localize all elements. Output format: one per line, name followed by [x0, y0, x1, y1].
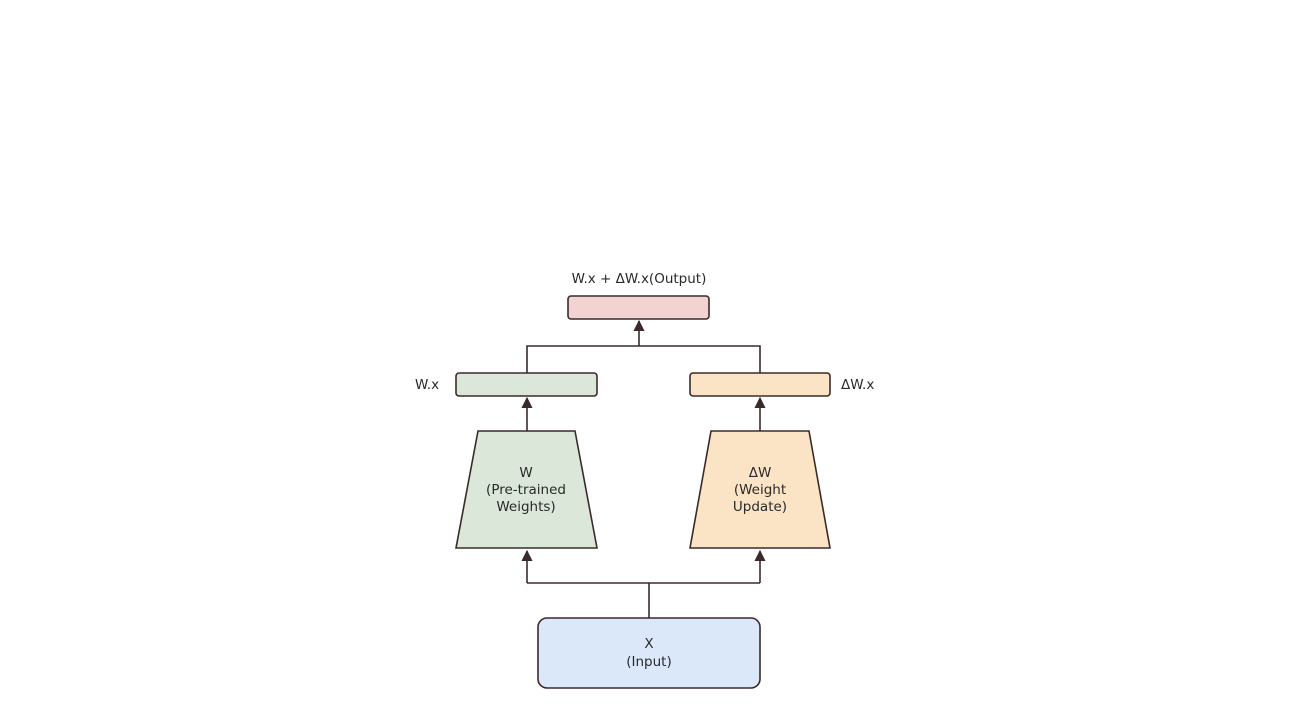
pretrained-weights-block [455, 430, 598, 549]
input-line1: X [644, 636, 653, 652]
output-label: W.x + ΔW.x(Output) [572, 271, 707, 287]
input-line2: (Input) [626, 654, 672, 670]
weight-update-block [689, 430, 831, 549]
update-line1: ΔW [749, 465, 772, 481]
input-box [537, 617, 761, 689]
pretrained-line3: Weights) [496, 499, 555, 515]
wx-label: W.x [415, 377, 439, 393]
dwx-box [689, 372, 831, 397]
wx-box [455, 372, 598, 397]
dwx-label: ΔW.x [841, 377, 874, 393]
update-line2: (Weight [734, 482, 786, 498]
merge-connector [526, 345, 761, 373]
update-line3: Update) [733, 499, 787, 515]
pretrained-line2: (Pre-trained [486, 482, 566, 498]
pretrained-line1: W [519, 465, 532, 481]
output-box [567, 295, 710, 320]
